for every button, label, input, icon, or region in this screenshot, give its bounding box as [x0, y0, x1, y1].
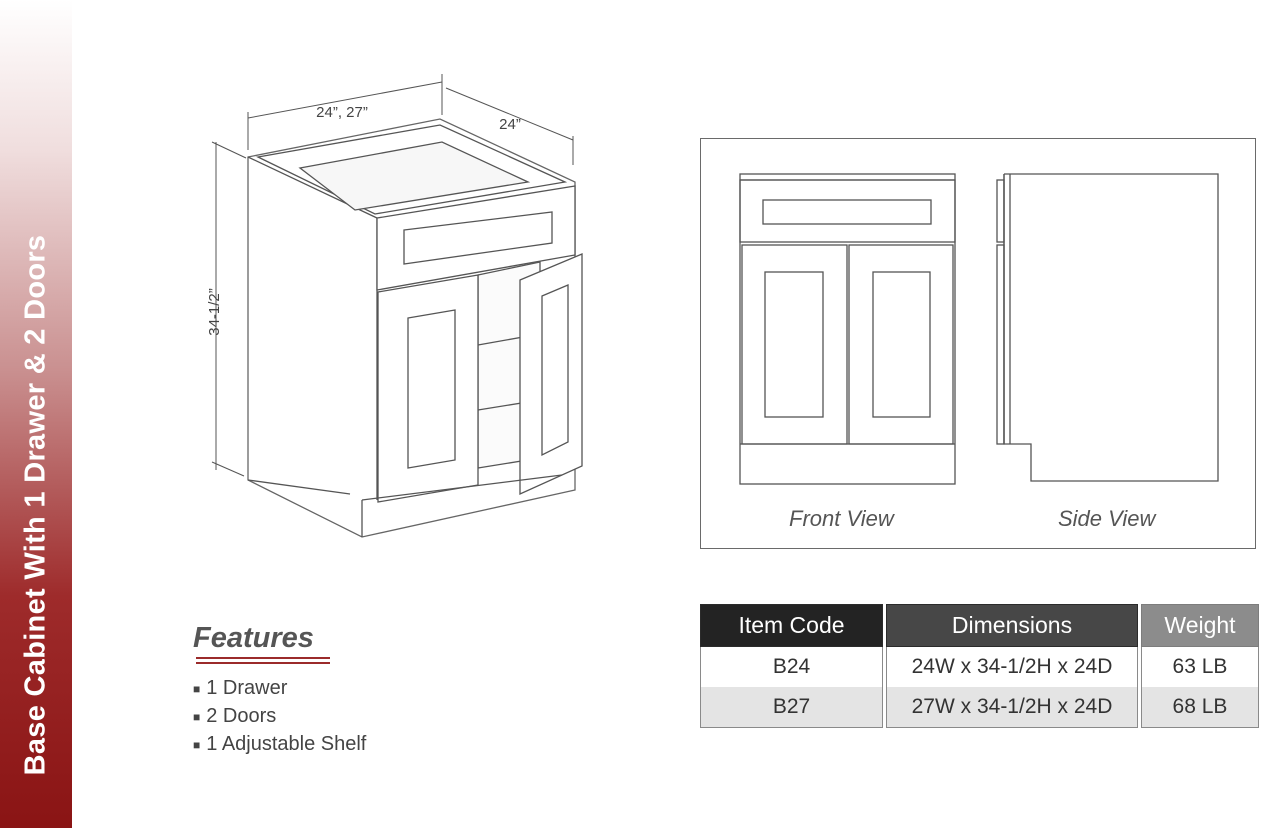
- header-weight: Weight: [1141, 604, 1259, 647]
- table-header-row: Item Code Dimensions Weight: [700, 604, 1259, 647]
- sidebar-band: Base Cabinet With 1 Drawer & 2 Doors: [0, 0, 72, 828]
- table-row: B24 24W x 34-1/2H x 24D 63 LB: [700, 647, 1259, 687]
- header-dimensions: Dimensions: [886, 604, 1138, 647]
- cell-weight: 63 LB: [1141, 647, 1259, 687]
- cell-item-code: B24: [700, 647, 883, 687]
- side-view-outline: [1003, 173, 1219, 482]
- cell-dimensions: 27W x 34-1/2H x 24D: [886, 687, 1138, 728]
- front-view-outline: [739, 173, 956, 485]
- height-dimension-label: 34-1/2”: [206, 288, 223, 336]
- depth-dimension-label: 24”: [499, 116, 521, 133]
- bullet-icon: ■: [193, 709, 201, 724]
- cell-dimensions: 24W x 34-1/2H x 24D: [886, 647, 1138, 687]
- cell-item-code: B27: [700, 687, 883, 728]
- feature-item: ■1 Drawer: [193, 677, 288, 699]
- front-view-right-door: [848, 244, 954, 445]
- features-list: ■1 Drawer ■2 Doors ■1 Adjustable Shelf: [193, 674, 366, 758]
- front-view-left-door: [741, 244, 848, 445]
- front-view-drawer: [739, 179, 956, 243]
- table-row: B27 27W x 34-1/2H x 24D 68 LB: [700, 687, 1259, 728]
- bullet-icon: ■: [193, 681, 201, 696]
- views-panel: Front View Side View: [700, 138, 1256, 549]
- header-item-code: Item Code: [700, 604, 883, 647]
- side-view-label: Side View: [1058, 506, 1156, 531]
- features-underline: [196, 657, 330, 664]
- bullet-icon: ■: [193, 737, 201, 752]
- feature-item: ■1 Adjustable Shelf: [193, 733, 367, 755]
- page-title: Base Cabinet With 1 Drawer & 2 Doors: [19, 234, 52, 776]
- width-dimension-label: 24”, 27”: [316, 104, 368, 121]
- cell-weight: 68 LB: [1141, 687, 1259, 728]
- front-view-label: Front View: [789, 506, 894, 531]
- spec-table: Item Code Dimensions Weight B24 24W x 34…: [697, 604, 1262, 728]
- features-heading: Features: [193, 622, 314, 654]
- isometric-cabinet-drawing: 24”, 27” 24” 34-1/2”: [206, 74, 583, 538]
- feature-item: ■2 Doors: [193, 705, 277, 727]
- front-side-views-drawing: [739, 173, 1219, 485]
